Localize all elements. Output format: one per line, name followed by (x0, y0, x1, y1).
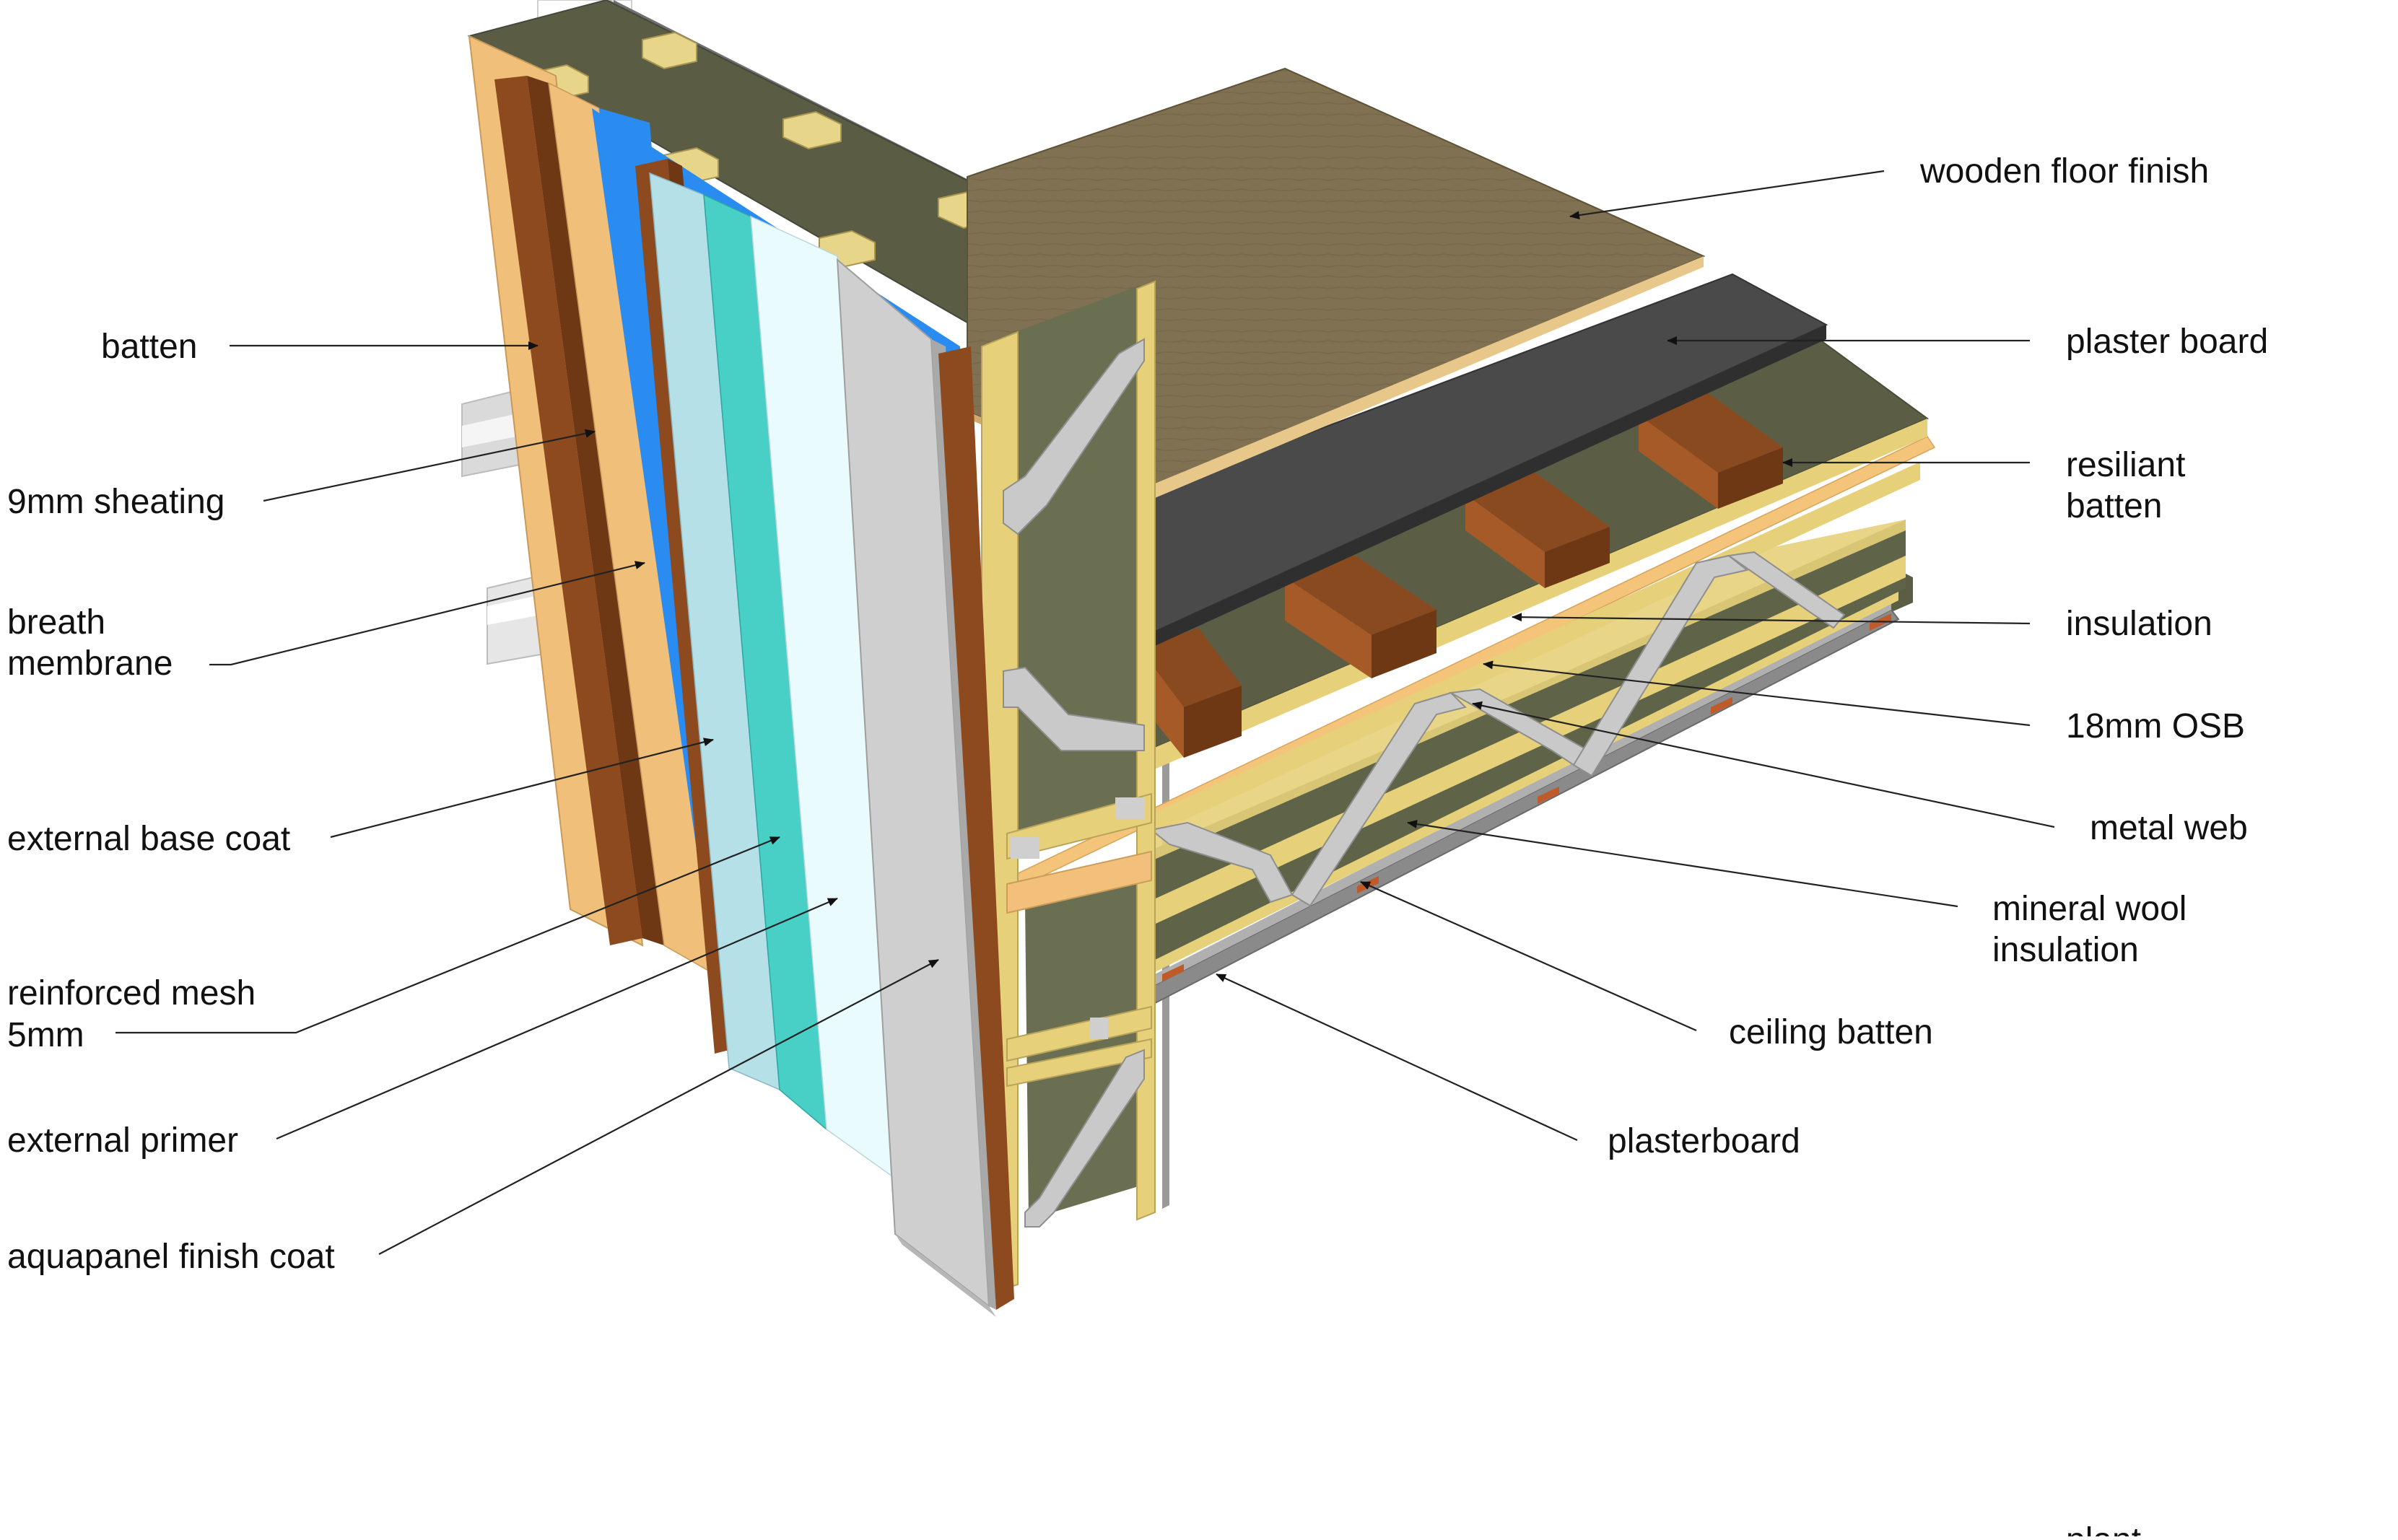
wall-frame (981, 280, 1156, 1297)
label-insulation: insulation (2066, 605, 2212, 643)
label-plant: plant (2066, 1521, 2141, 1536)
leader-external-primer (276, 897, 838, 1140)
leader-9mm-sheating (263, 429, 596, 502)
label-plasterboard: plasterboard (1608, 1122, 1800, 1160)
leader-aquapanel-finish-coat (378, 959, 939, 1255)
label-resiliant-line1: resiliant (2066, 446, 2185, 484)
leader-external-base-coat (330, 738, 714, 839)
wall-layers (468, 35, 1014, 1317)
label-9mm-sheating: 9mm sheating (7, 483, 224, 521)
label-metal-web: metal web (2090, 809, 2248, 847)
leader-plasterboard (1216, 974, 1578, 1141)
label-mineral-wool-line2: insulation (1992, 931, 2139, 969)
leader-mineral-wool-insulation (1407, 820, 1958, 908)
label-external-base-coat: external base coat (7, 820, 290, 858)
label-breath-line1: breath (7, 603, 105, 642)
leader-18mm-osb (1483, 660, 2031, 727)
leader-wooden-floor-finish (1569, 170, 1885, 220)
label-reinforced-mesh-line2: 5mm (7, 1016, 84, 1054)
leader-insulation (1512, 613, 2031, 625)
leader-breath-membrane (209, 561, 645, 666)
label-18mm-osb: 18mm OSB (2066, 707, 2245, 745)
label-plaster-board: plaster board (2066, 323, 2268, 361)
label-breath-line2: membrane (7, 644, 173, 683)
leader-ceiling-batten (1360, 880, 1697, 1032)
label-resiliant-line2: batten (2066, 487, 2162, 525)
label-ceiling-batten: ceiling batten (1729, 1013, 1933, 1051)
leader-metal-web (1472, 701, 2055, 828)
leader-lines (115, 170, 2055, 1255)
leader-reinforced-mesh (115, 836, 780, 1034)
label-mineral-wool-line1: mineral wool (1992, 890, 2186, 928)
label-external-primer: external primer (7, 1121, 238, 1160)
label-reinforced-mesh-line1: reinforced mesh (7, 974, 256, 1012)
label-aquapanel-finish-coat: aquapanel finish coat (7, 1238, 335, 1276)
labels: batten 9mm sheating breath membrane exte… (7, 152, 2268, 1540)
label-batten: batten (101, 328, 197, 366)
label-wooden-floor-finish: wooden floor finish (1919, 152, 2209, 191)
